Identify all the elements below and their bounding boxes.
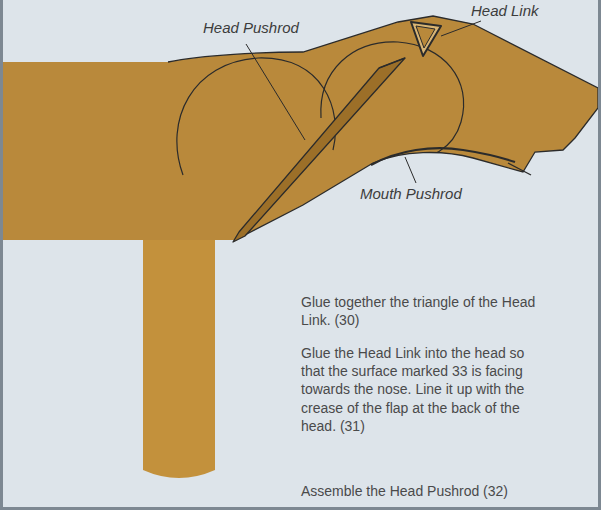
head-fold-line — [321, 42, 464, 160]
leader-line — [441, 21, 481, 36]
head-link — [411, 22, 441, 56]
part-name: Mouth Pushrod — [360, 184, 462, 204]
part-name: Head Pushrod — [203, 18, 299, 38]
head-link-inner — [416, 26, 435, 48]
leader-line — [246, 44, 305, 140]
head-outline — [168, 16, 598, 240]
leader-line — [405, 157, 416, 183]
pushrod-end — [379, 58, 405, 68]
instruction-text: Assemble the Head Pushrod (32) — [301, 482, 581, 500]
head-pushrod — [233, 58, 405, 242]
mouth-pushrod — [371, 148, 515, 165]
head-silhouette — [3, 16, 598, 240]
part-name: Head Link — [471, 1, 539, 21]
head-illustration — [3, 0, 598, 507]
leg-cylinder — [143, 238, 215, 478]
instruction-text: Glue together the triangle of the Head L… — [301, 293, 551, 329]
mouth-flap-line — [508, 163, 531, 175]
instruction-text: Glue the Head Link into the head so that… — [301, 344, 551, 435]
